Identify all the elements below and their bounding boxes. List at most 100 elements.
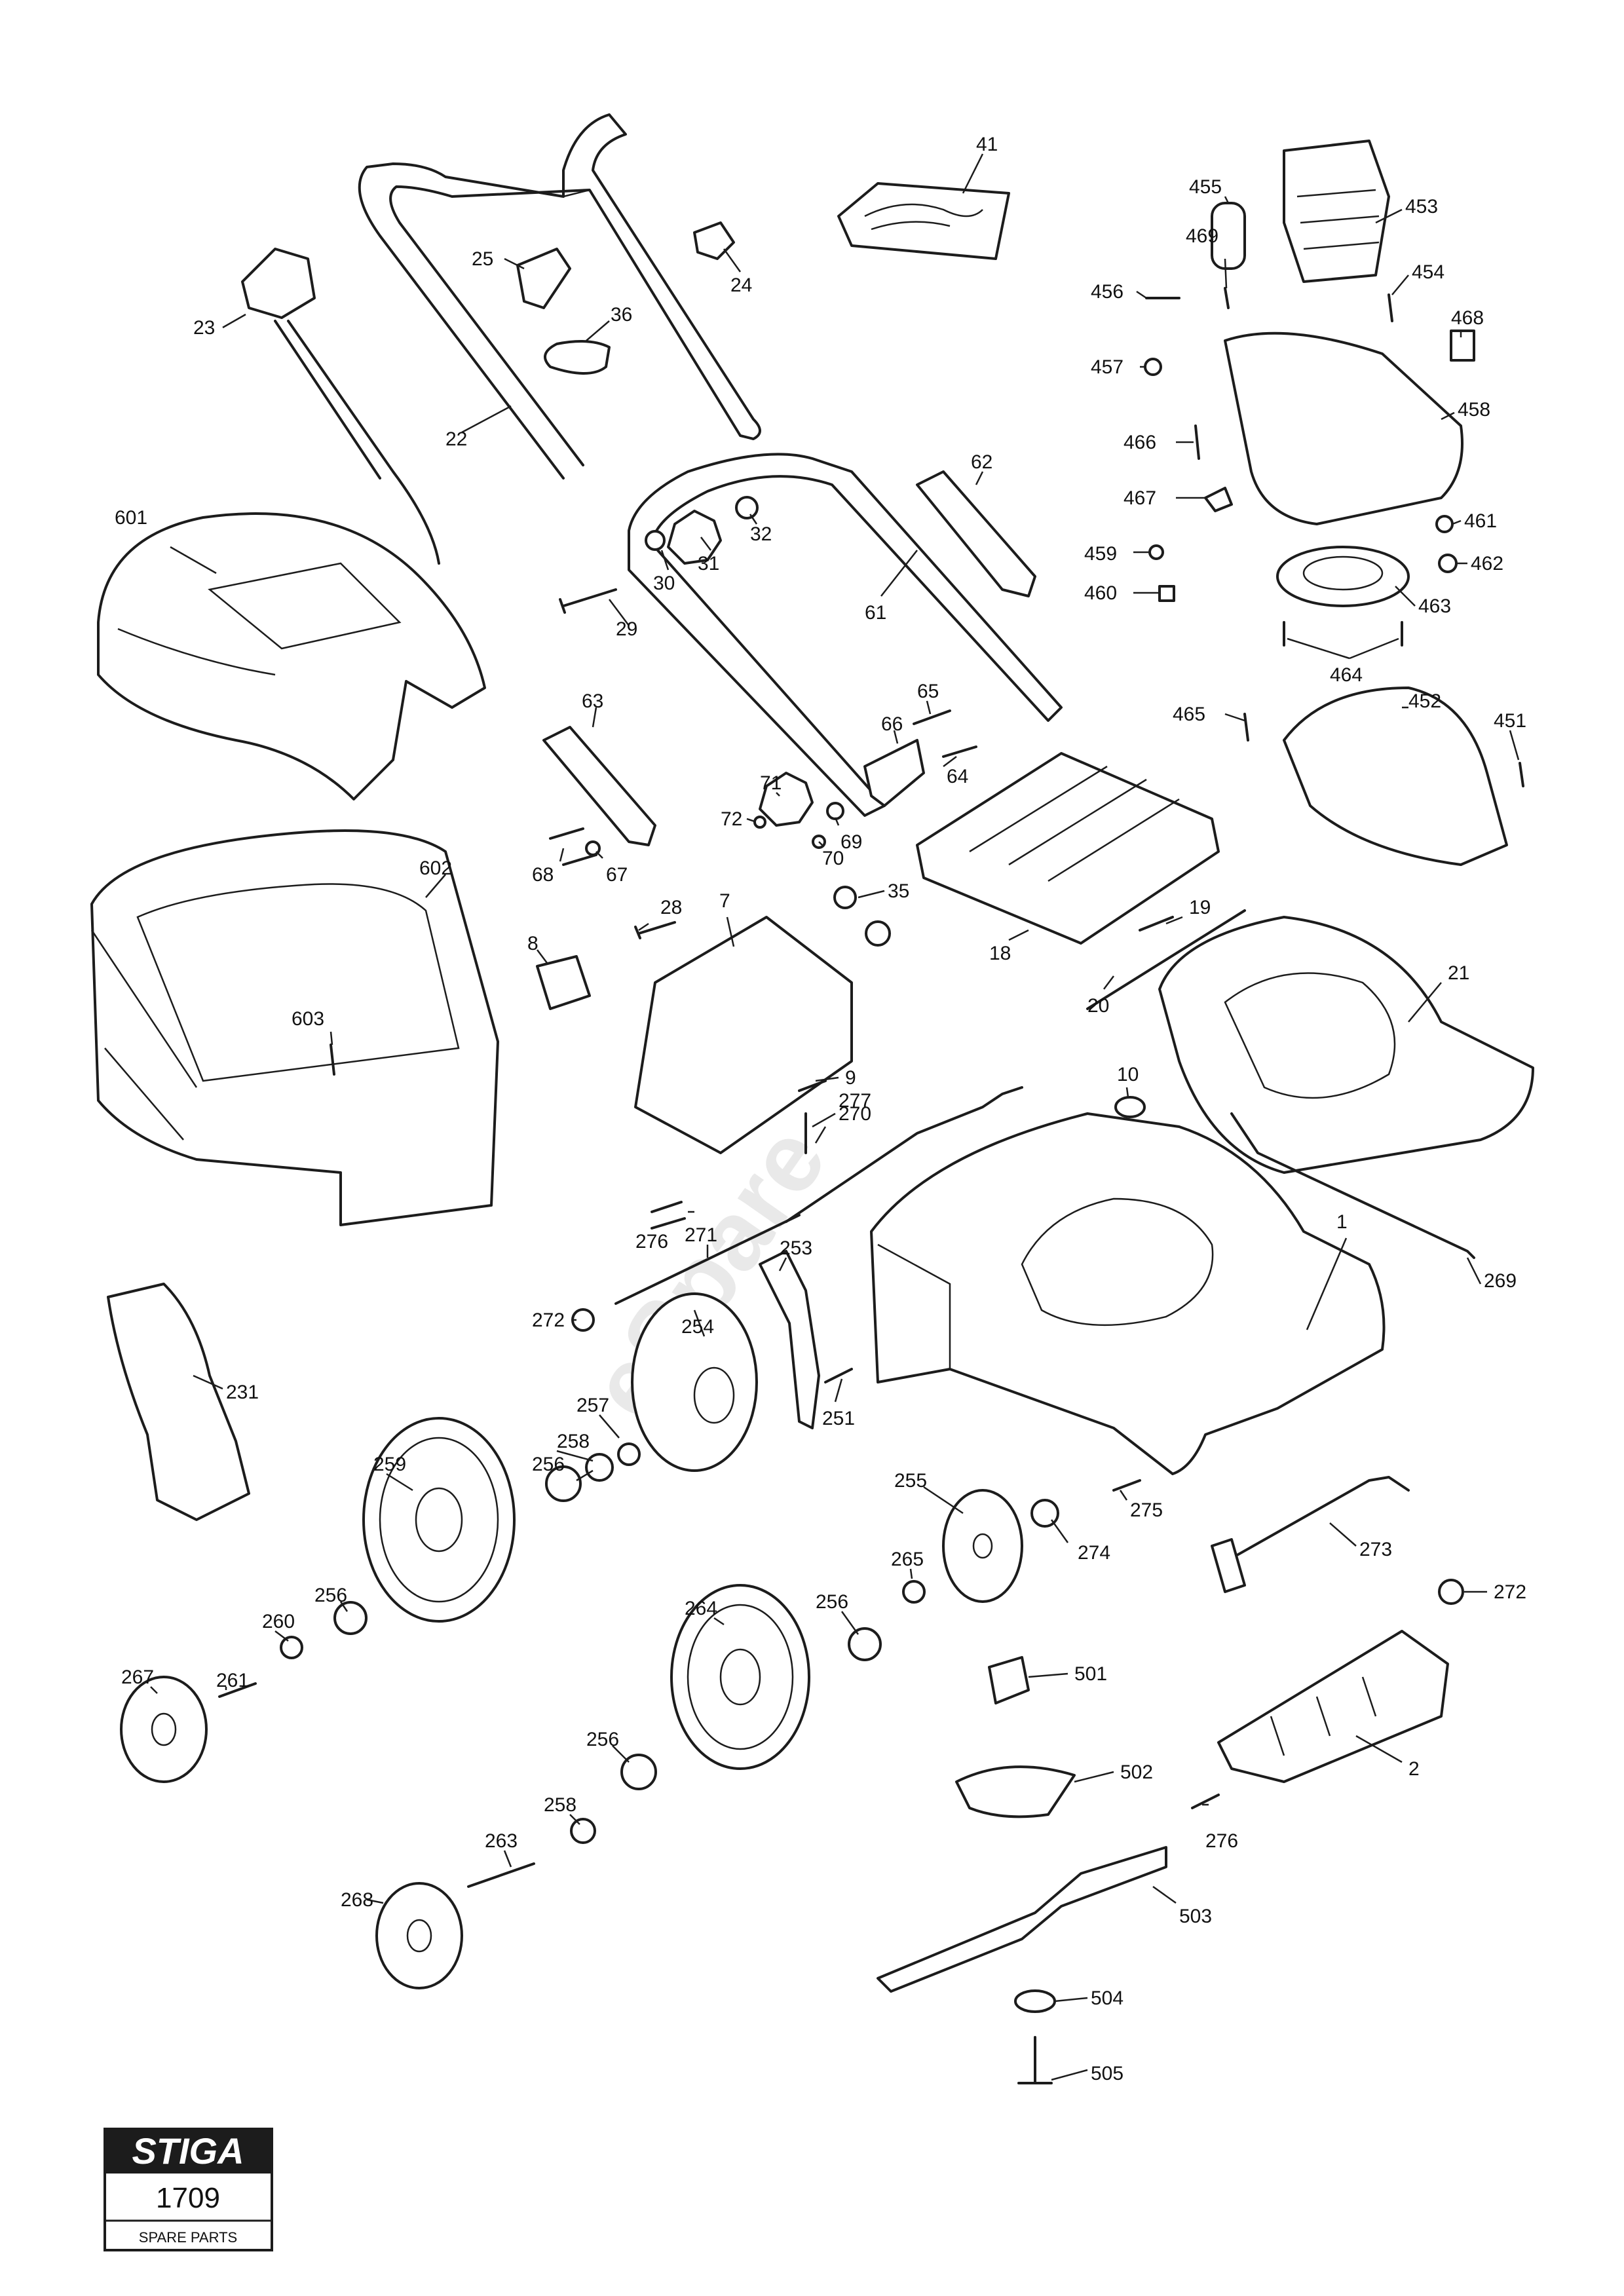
callout-459: 459 (1084, 543, 1117, 565)
mount-ring-463-inner (1302, 555, 1384, 591)
wheel-disc-255-drawing (942, 1489, 1023, 1603)
screw-261-drawing (218, 1682, 257, 1698)
callout-463: 463 (1418, 595, 1451, 617)
screw-bag-drawing (837, 182, 1010, 260)
callout-272-a: 272 (532, 1309, 565, 1331)
motor-453-drawing (1283, 140, 1390, 283)
callout-456: 456 (1091, 281, 1124, 303)
washer-69-drawing (826, 802, 844, 820)
wheel-cover-254-drawing (631, 1292, 758, 1472)
callout-32: 32 (750, 523, 772, 545)
adapter-501-drawing (988, 1656, 1030, 1704)
callout-65: 65 (917, 681, 939, 702)
callout-10: 10 (1117, 1064, 1139, 1085)
callout-8: 8 (527, 933, 538, 954)
callout-253: 253 (780, 1237, 812, 1259)
screw-276b-drawing (1191, 1794, 1220, 1809)
screw-469-drawing (1224, 287, 1230, 309)
cable-tie-36-drawing (544, 340, 611, 375)
callout-603: 603 (292, 1008, 324, 1030)
screw-451-drawing (1519, 762, 1524, 787)
callout-504: 504 (1091, 1987, 1124, 2009)
callout-31: 31 (698, 553, 719, 574)
washer-67-drawing (585, 840, 601, 856)
callout-272-b: 272 (1494, 1581, 1526, 1603)
callout-63: 63 (582, 690, 603, 712)
screw-68-drawing (549, 827, 597, 866)
bearing-256b-drawing (333, 1601, 368, 1635)
hubcap-268-drawing (375, 1882, 463, 1989)
callout-251: 251 (822, 1408, 855, 1429)
callout-452: 452 (1408, 690, 1441, 712)
callout-258-b: 258 (544, 1794, 576, 1816)
callout-231: 231 (226, 1382, 259, 1403)
blade-503-drawing (877, 1846, 1167, 1993)
callout-601: 601 (115, 507, 147, 529)
cable-clip-25-drawing (516, 248, 571, 309)
rear-flap-drawing (634, 916, 853, 1154)
callout-270: 270 (839, 1103, 871, 1125)
washer-265-drawing (902, 1580, 926, 1604)
callout-69: 69 (840, 831, 862, 853)
nut-72-drawing (753, 816, 766, 829)
callout-469: 469 (1186, 225, 1218, 247)
mount-ring-463-drawing (1276, 546, 1410, 607)
washer-461-drawing (1435, 515, 1454, 533)
grass-box-drawing (90, 829, 499, 1226)
callout-467: 467 (1124, 487, 1156, 509)
motor-cover-452-drawing (1283, 687, 1508, 866)
callout-64: 64 (947, 766, 968, 787)
callout-25: 25 (472, 248, 493, 270)
callout-271: 271 (685, 1224, 717, 1246)
grass-box-cover-drawing (97, 512, 486, 800)
motor-housing-458-drawing (1224, 331, 1463, 525)
front-cover-drawing (1158, 916, 1534, 1174)
callout-457: 457 (1091, 356, 1124, 378)
callout-256-d: 256 (586, 1729, 619, 1750)
callout-20: 20 (1087, 995, 1109, 1017)
bolt-505-drawing (1017, 2036, 1053, 2084)
nut-460-drawing (1158, 585, 1175, 602)
screw-64-drawing (942, 745, 977, 758)
callout-256-a: 256 (532, 1454, 565, 1475)
callout-462: 462 (1471, 553, 1503, 574)
bearing-256d-drawing (620, 1754, 657, 1790)
callout-602: 602 (419, 857, 452, 879)
bracket-253-drawing (759, 1250, 820, 1429)
callout-7: 7 (719, 890, 730, 912)
callout-502: 502 (1120, 1761, 1153, 1783)
callout-29: 29 (616, 618, 637, 640)
callout-263: 263 (485, 1830, 518, 1852)
battery-box-drawing (916, 752, 1220, 945)
spare-parts-caption: SPARE PARTS (139, 2229, 237, 2246)
lower-handle-drawing (628, 453, 1063, 817)
screw-29-drawing (559, 588, 617, 614)
washer-257-drawing (617, 1442, 641, 1466)
cap-10-drawing (1114, 1096, 1146, 1118)
callout-274: 274 (1078, 1542, 1110, 1564)
motor-453-windings (1296, 189, 1380, 250)
callout-259: 259 (373, 1454, 406, 1475)
nut-32-drawing (735, 496, 759, 519)
spring-19-drawing (1139, 916, 1174, 932)
callout-261: 261 (216, 1670, 249, 1691)
screw-28-drawing (634, 921, 676, 939)
screws-464-drawing (1283, 621, 1403, 647)
callout-255: 255 (894, 1470, 927, 1492)
washer-30-drawing (645, 530, 666, 551)
washer-70-drawing (812, 835, 826, 849)
front-cover-inner (1224, 972, 1396, 1099)
screw-466-drawing (1194, 424, 1200, 460)
callout-71: 71 (760, 772, 782, 794)
callout-458: 458 (1458, 399, 1490, 421)
callout-35: 35 (888, 880, 909, 902)
callout-454: 454 (1412, 261, 1445, 283)
callout-68: 68 (532, 864, 554, 886)
callout-254: 254 (681, 1316, 714, 1338)
callout-30: 30 (653, 573, 675, 594)
washer-459-drawing (1148, 544, 1164, 560)
callout-36: 36 (611, 304, 632, 326)
axle-273-bracket-drawing (1211, 1538, 1246, 1593)
callout-268: 268 (341, 1889, 373, 1911)
